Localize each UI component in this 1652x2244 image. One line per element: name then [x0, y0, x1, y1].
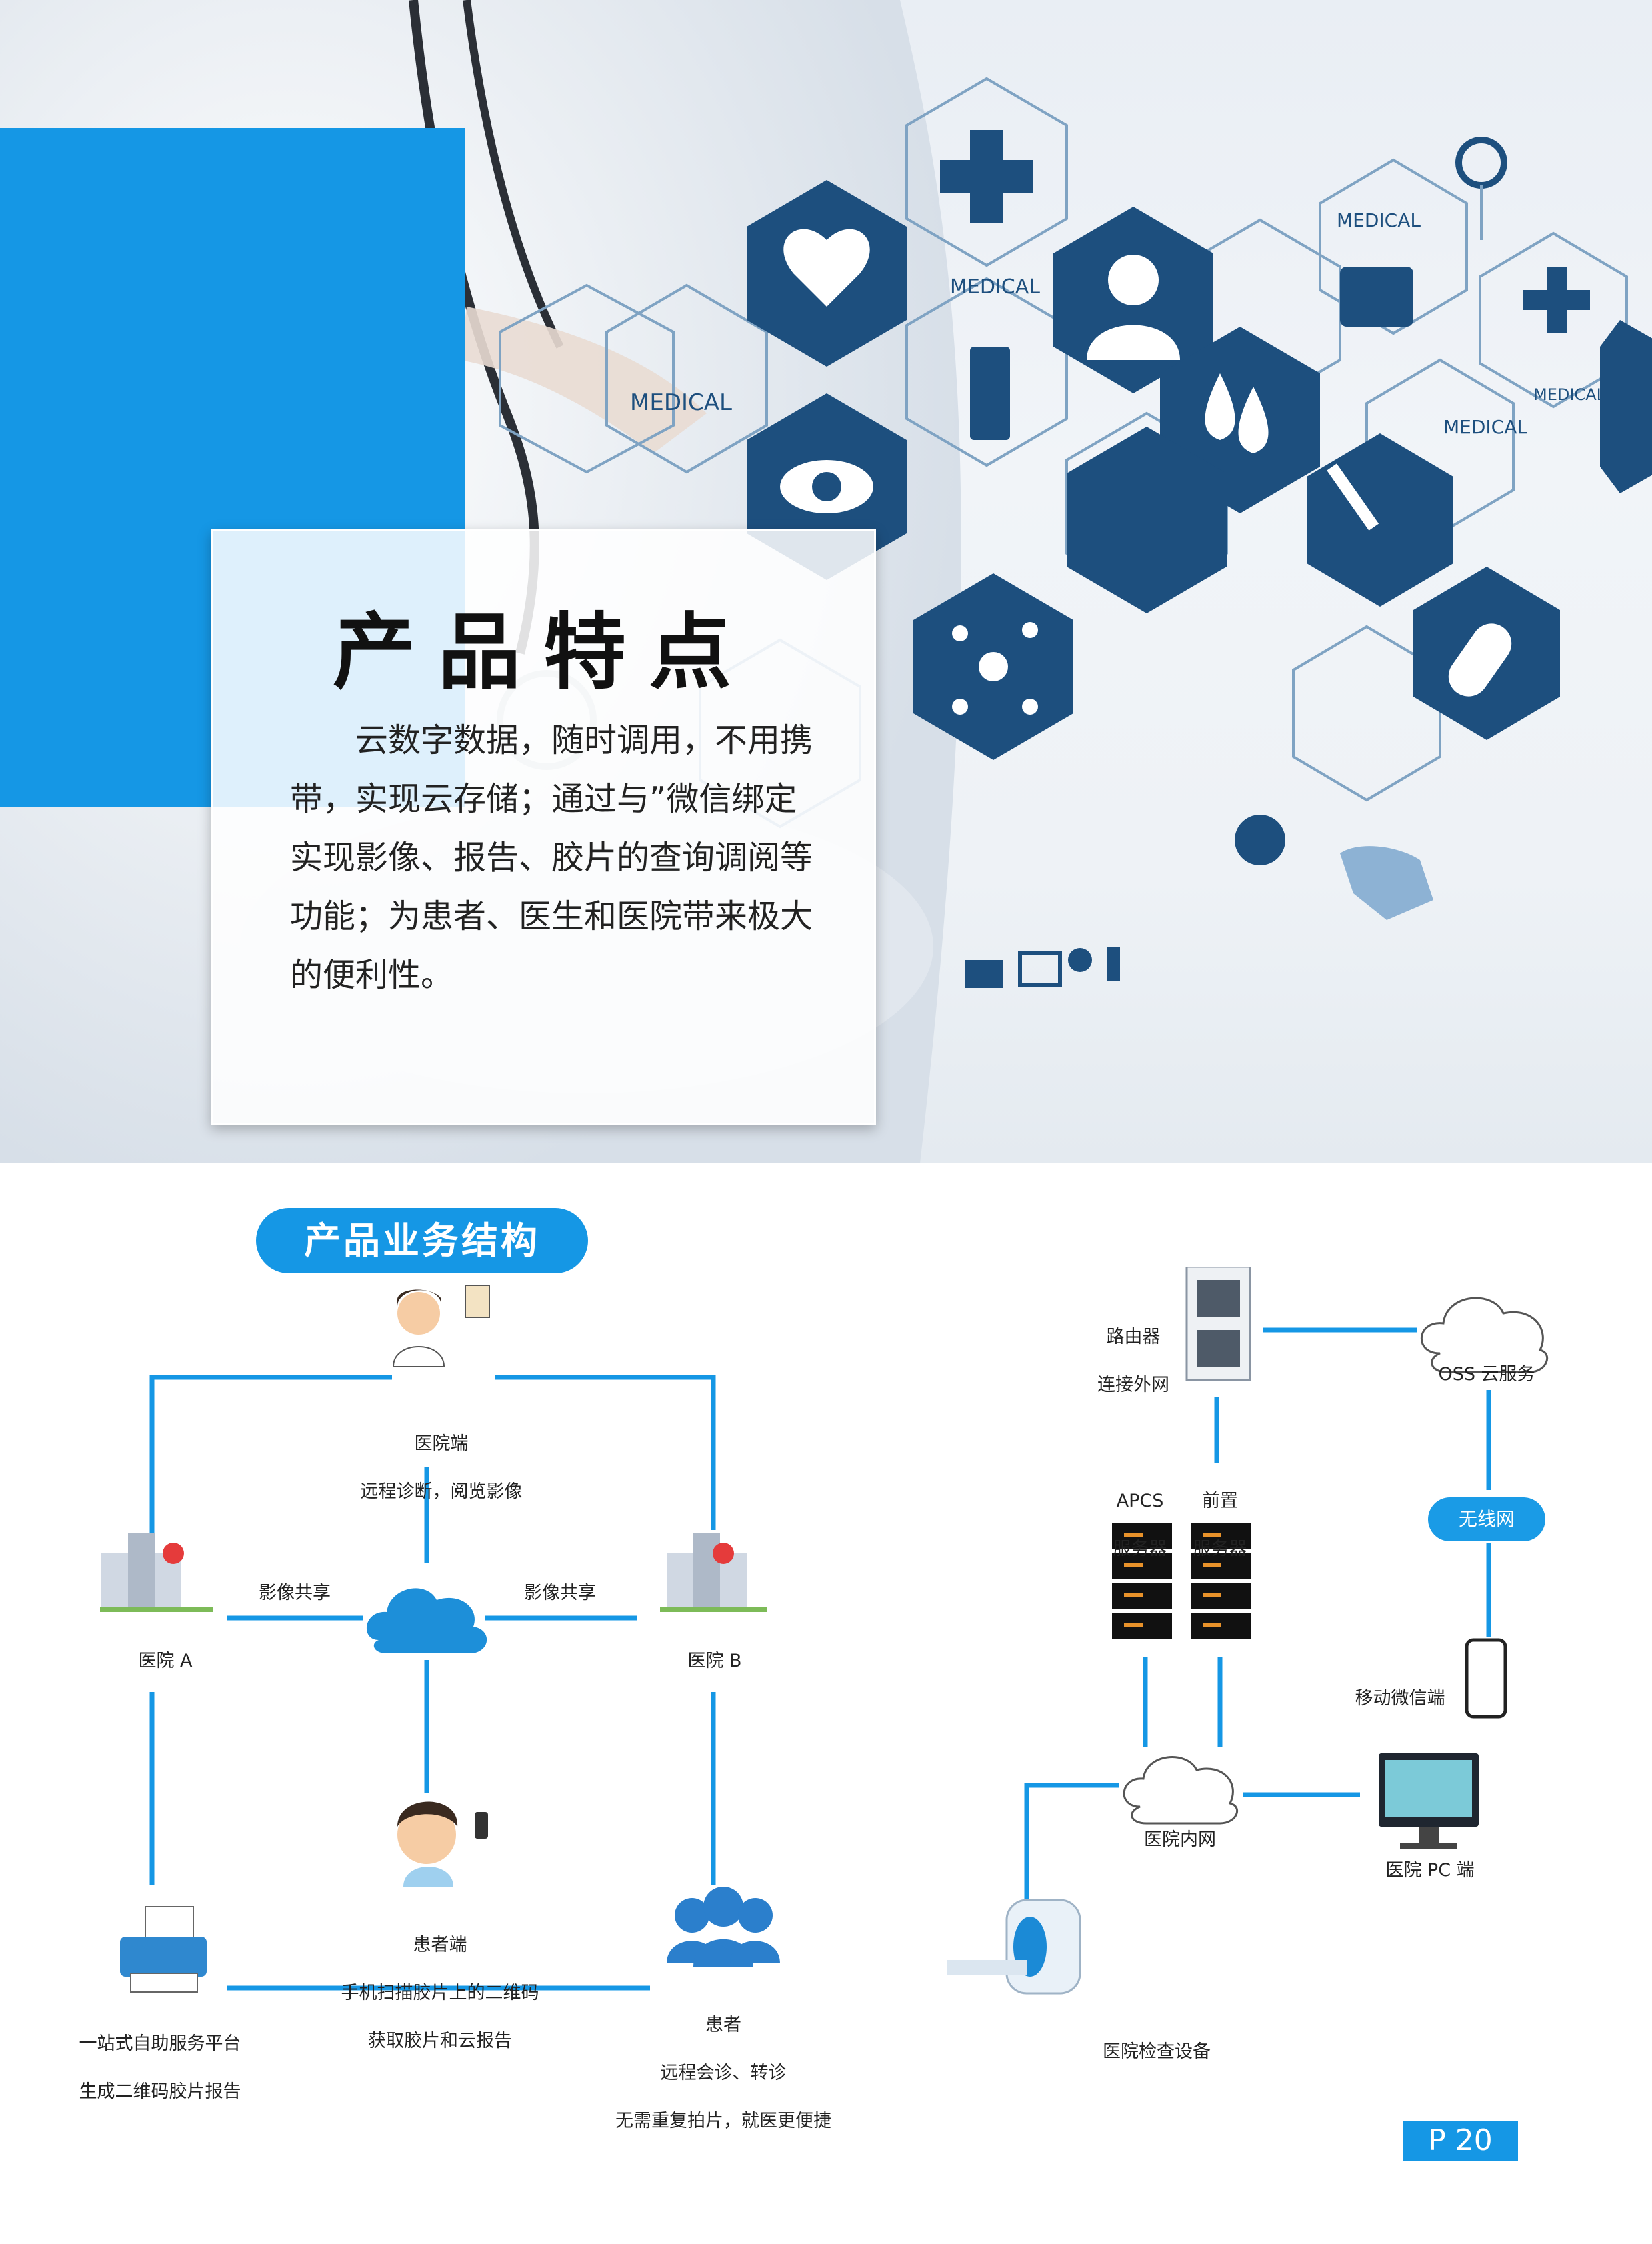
apcs-line1: APCS [1116, 1491, 1164, 1511]
hospital-b-label: 医院 B [687, 1651, 742, 1671]
page-number: P 20 [1403, 2121, 1518, 2161]
front-line1: 前置 [1202, 1491, 1238, 1511]
kiosk-line1: 一站式自助服务平台 [79, 2033, 241, 2054]
pc-label: 医院 PC 端 [1385, 1860, 1475, 1881]
apcs-label: APCS 服务器 [1100, 1465, 1180, 1585]
features-card: 产品特点 云数字数据，随时调用，不用携带，实现云存储；通过与”微信绑定实现影像、… [211, 529, 876, 1125]
hospital-end-title: 医院端 [414, 1433, 469, 1454]
patients-title: 患者 [705, 2015, 741, 2035]
share-right-label: 影像共享 [524, 1583, 596, 1603]
patients-line1: 远程会诊、转诊 [660, 2063, 787, 2083]
server-rack-icon [1112, 1523, 1251, 1639]
patient-end-title: 患者端 [413, 1935, 467, 1955]
scanner-device-icon [947, 1899, 1081, 1995]
router-line1: 路由器 [1106, 1327, 1161, 1347]
apcs-line2: 服务器 [1113, 1539, 1167, 1559]
doctor-icon [392, 1285, 490, 1367]
patients-label: 患者 远程会诊、转诊 无需重复拍片，就医更便捷 [593, 1989, 853, 2157]
features-description: 云数字数据，随时调用，不用携带，实现云存储；通过与”微信绑定实现影像、报告、胶片… [290, 721, 813, 994]
front-line2: 服务器 [1193, 1539, 1247, 1559]
hospital-a-label: 医院 A [138, 1651, 193, 1671]
patient-end-line1: 手机扫描胶片上的二维码 [341, 1983, 539, 2003]
medical-label-2: MEDICAL [950, 275, 1040, 299]
medical-label-1: MEDICAL [630, 389, 732, 416]
patient-icon [397, 1801, 488, 1887]
pc-monitor-icon [1379, 1753, 1479, 1849]
kiosk-line2: 生成二维码胶片报告 [79, 2081, 241, 2102]
medical-label-5: MEDICAL [1533, 385, 1606, 404]
hero-banner: MEDICAL MEDICAL MEDICAL MEDICAL MEDICAL … [0, 0, 1652, 1163]
business-structure-diagram [100, 1267, 1549, 1995]
router-icon [1185, 1267, 1251, 1381]
oss-cloud-icon [1421, 1297, 1549, 1373]
section-title: 产品业务结构 [256, 1208, 588, 1273]
hospital-end-label: 医院端 远程诊断，阅览影像 [335, 1408, 548, 1528]
oss-label: OSS 云服务 [1438, 1364, 1535, 1385]
printer-icon [120, 1906, 207, 1993]
patients-group-icon [667, 1887, 780, 1967]
front-server-label: 前置 服务器 [1180, 1465, 1260, 1585]
medical-label-4: MEDICAL [1443, 416, 1527, 438]
wireless-network-badge: 无线网 [1428, 1497, 1545, 1541]
intranet-cloud-icon [1123, 1756, 1239, 1825]
device-label: 医院检查设备 [1103, 2041, 1211, 2062]
cloud-icon [366, 1588, 487, 1653]
router-line2: 连接外网 [1097, 1375, 1169, 1395]
mobile-label: 移动微信端 [1355, 1688, 1445, 1709]
patient-end-line2: 获取胶片和云报告 [368, 2031, 512, 2051]
hospital-end-desc: 远程诊断，阅览影像 [360, 1481, 523, 1502]
patient-end-label: 患者端 手机扫描胶片上的二维码 获取胶片和云报告 [307, 1909, 573, 2077]
medical-label-3: MEDICAL [1337, 209, 1421, 231]
kiosk-label: 一站式自助服务平台 生成二维码胶片报告 [60, 2008, 260, 2128]
hospital-b-icon [660, 1533, 767, 1612]
intranet-label: 医院内网 [1144, 1829, 1216, 1850]
router-label: 路由器 连接外网 [1080, 1301, 1187, 1421]
patients-line2: 无需重复拍片，就医更便捷 [615, 2111, 831, 2131]
mobile-phone-icon [1465, 1638, 1507, 1719]
hospital-a-icon [100, 1533, 213, 1612]
share-left-label: 影像共享 [259, 1583, 331, 1603]
features-title: 产品特点 [332, 604, 754, 701]
